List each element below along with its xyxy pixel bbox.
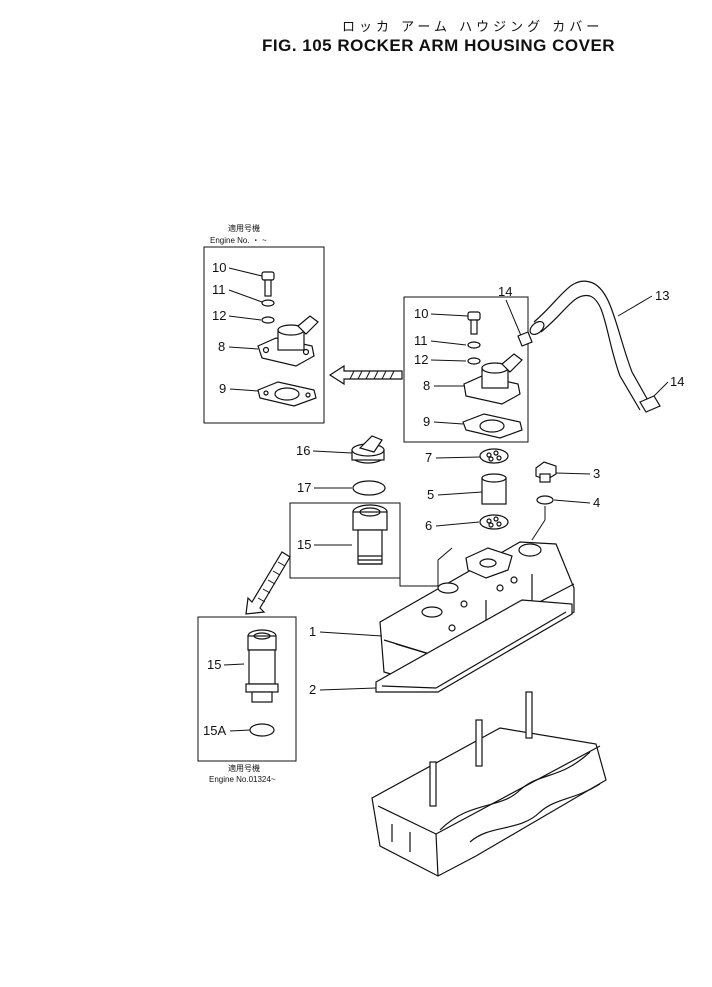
label-9-left: 9 (219, 381, 226, 396)
label-6: 6 (425, 518, 432, 533)
label-1: 1 (309, 624, 316, 639)
gasket-9-right (462, 413, 523, 439)
leader-9-right (433, 421, 464, 425)
label-11-right: 11 (414, 333, 428, 348)
leader-10-left (228, 267, 263, 277)
label-14-top: 14 (498, 284, 512, 299)
o-ring-15A (249, 723, 275, 737)
label-7: 7 (425, 450, 432, 465)
label-2: 2 (309, 682, 316, 697)
leader-14-top (505, 299, 523, 339)
label-11-left: 11 (212, 282, 226, 297)
label-15A: 15A (203, 723, 226, 738)
replacement-arrow-down (245, 551, 291, 615)
element-cover-7 (479, 448, 509, 464)
label-4: 4 (593, 495, 600, 510)
bolt-10-left (261, 271, 275, 297)
washer-11-left (261, 299, 275, 307)
leader-11-left (228, 289, 263, 303)
water-outlet-8-left (257, 315, 319, 367)
label-10-left: 10 (212, 260, 226, 275)
cylinder-head (371, 727, 607, 877)
note-bottom-jp: 適用号機 (228, 763, 260, 773)
label-8-left: 8 (218, 339, 225, 354)
label-5: 5 (427, 487, 434, 502)
leader-14-bottom (651, 381, 669, 399)
title-japanese: ロッカ アーム ハウジング カバー (342, 20, 604, 35)
element-plate-6 (479, 514, 509, 530)
leader-12-right (430, 359, 467, 362)
leader-4 (553, 499, 591, 504)
oil-filler-cap-16 (351, 435, 385, 464)
inset-box-middle (289, 502, 401, 579)
figure-title: FIG. 105 ROCKER ARM HOUSING COVER (262, 36, 616, 55)
plug-bolt-3 (535, 461, 557, 483)
leader-9-left (229, 388, 259, 392)
label-13: 13 (655, 288, 669, 303)
label-14-bottom: 14 (670, 374, 684, 389)
note-top-en: Engine No. ・ ~ (210, 236, 267, 245)
leader-16 (312, 450, 353, 454)
leader-4-to-cover (531, 519, 546, 541)
washer-11-right (467, 341, 481, 349)
leader-11-right (430, 340, 467, 346)
washer-4 (536, 495, 554, 505)
label-15-middle: 15 (297, 537, 311, 552)
gasket-9-left (257, 381, 317, 407)
filler-tube-15-middle (352, 504, 388, 565)
leader-3 (555, 472, 591, 475)
head-studs (429, 691, 533, 807)
breather-element-5 (481, 473, 507, 505)
leader-1 (319, 631, 383, 637)
label-8-right: 8 (423, 378, 430, 393)
note-bottom-en: Engine No.01324~ (209, 775, 276, 784)
leader-12-left (228, 315, 262, 321)
washer-12-left (261, 316, 275, 324)
label-9-right: 9 (423, 414, 430, 429)
replacement-arrow-left (328, 364, 403, 386)
leader-8-left (228, 346, 259, 350)
leader-2 (319, 687, 377, 691)
inset-box-bottom (197, 616, 297, 762)
label-3: 3 (593, 466, 600, 481)
leader-7 (435, 456, 481, 459)
cover-gasket-2 (375, 599, 573, 693)
note-top-jp: 適用号機 (228, 223, 260, 233)
label-12-right: 12 (414, 352, 428, 367)
guide-line-middle (399, 547, 453, 587)
hose-clip-14-top (517, 331, 533, 347)
inset-box-top-right (403, 296, 529, 443)
leader-13 (617, 295, 653, 317)
inset-box-top-left (203, 246, 325, 424)
leader-6 (435, 521, 480, 527)
bolt-10-right (467, 311, 481, 335)
filler-tube-15-bottom (245, 629, 279, 703)
hose-clip-14-bottom (639, 395, 661, 413)
label-17: 17 (297, 480, 311, 495)
label-15-bottom: 15 (207, 657, 221, 672)
water-hose-13 (529, 280, 651, 411)
leader-15A (229, 729, 251, 732)
washer-12-right (467, 357, 481, 365)
leader-5 (437, 491, 483, 496)
label-16: 16 (296, 443, 310, 458)
label-10-right: 10 (414, 306, 428, 321)
label-12-left: 12 (212, 308, 226, 323)
water-outlet-8-right (463, 353, 523, 405)
leader-10-right (430, 313, 469, 317)
leader-15-bottom (223, 663, 245, 666)
o-ring-17 (352, 480, 386, 496)
